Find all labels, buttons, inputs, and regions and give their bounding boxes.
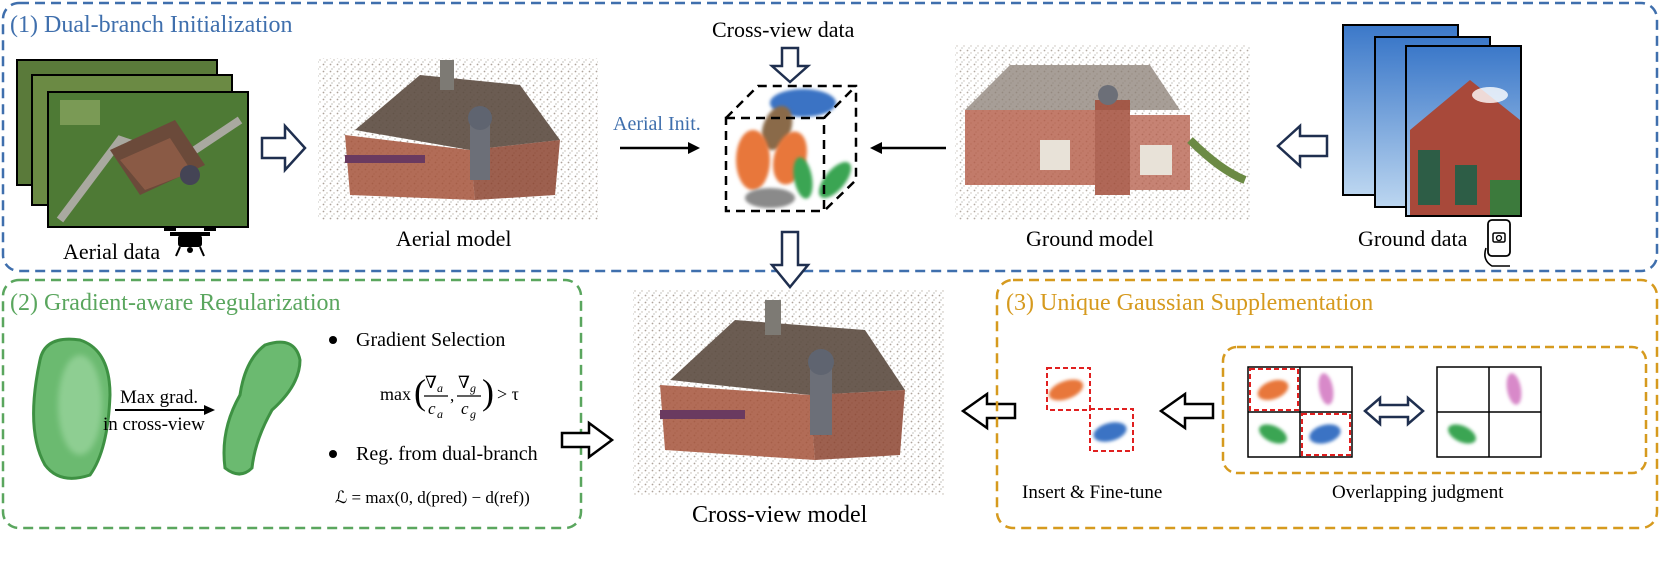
insert-finetune-label: Insert & Fine-tune [1022,482,1162,503]
hollow-arrow-down-top [768,46,812,84]
aerial-model-pointcloud [318,58,598,220]
den-sub-a: a [437,407,443,421]
aerial-model-label: Aerial model [396,226,511,251]
gaussian-blob-before [32,337,112,480]
svg-text:max: max [380,384,411,404]
drone-icon [164,228,216,257]
gradient-selection-label: Gradient Selection [356,329,505,351]
max-grad-line2: in cross-view [103,414,205,435]
overlap-grid-left [1247,366,1353,458]
gradient-frame [1,278,583,530]
svg-text:∇: ∇ [458,373,470,392]
overlap-frame [1221,345,1648,475]
ground-model-pointcloud [955,45,1250,220]
hollow-arrow-right-1 [260,122,307,174]
unique-frame [995,278,1659,530]
paren-left: ( [414,372,426,412]
bullet-2 [329,450,337,458]
comma: , [450,386,454,405]
svg-text:g: g [470,381,476,395]
svg-text:c: c [461,399,469,418]
reg-dual-branch-label: Reg. from dual-branch [356,443,538,465]
max-grad-line1: Max grad. [120,387,198,408]
cross-view-data-label: Cross-view data [712,17,855,42]
gaussian-cube-icon [724,84,858,213]
den-sub-g: g [470,407,476,421]
aerial-images [16,59,249,228]
gradient-title: (2) Gradient-aware Regularization [10,290,341,316]
svg-text:∇: ∇ [425,373,437,392]
svg-text:a: a [437,381,443,395]
cross-view-model-pointcloud [633,290,945,495]
ground-images [1342,24,1522,217]
double-arrow [1363,395,1425,427]
svg-text:c: c [428,399,436,418]
overlapping-judgment-label: Overlapping judgment [1332,482,1504,503]
svg-text:> τ: > τ [497,384,519,404]
aerial-init-label: Aerial Init. [613,113,701,135]
loss-equation: ℒ = max(0, d(pred) − d(ref)) [335,488,530,507]
ground-data-label: Ground data [1358,226,1468,251]
gaussian-blob-after [222,340,302,476]
hollow-arrow-left-3 [960,391,1017,431]
phone-camera-icon [1484,219,1511,267]
paren-right: ) [482,372,494,412]
overlap-grid-right [1436,366,1542,458]
insert-gaussians [1046,367,1134,452]
hollow-arrow-down-center [769,230,811,289]
dual-branch-title: (1) Dual-branch Initialization [10,12,293,38]
unique-title: (3) Unique Gaussian Supplementation [1006,290,1373,316]
hollow-arrow-right-2 [560,420,615,460]
bullet-1 [329,336,337,344]
ground-model-label: Ground model [1026,226,1154,251]
dual-branch-frame [1,1,1659,273]
aerial-data-label: Aerial data [63,239,160,264]
gradient-equation: max ( ∇ a c a , ∇ g c g ) > τ [380,372,519,421]
hollow-arrow-left-4 [1158,391,1215,431]
hollow-arrow-left-ground [1276,123,1329,169]
cross-view-model-label: Cross-view model [692,502,868,528]
